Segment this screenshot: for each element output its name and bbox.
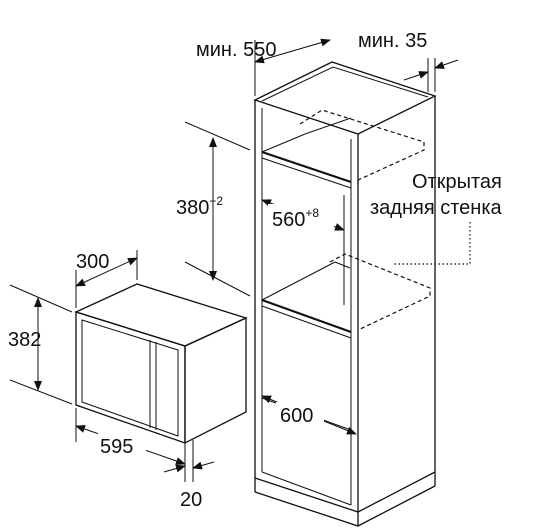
upper-shelf: [261, 117, 352, 189]
niche-floor-shelf: [261, 261, 352, 339]
open-back-dashed-lower: [329, 253, 431, 331]
dim-niche-width: 560+8: [261, 199, 345, 231]
plinth-bottom: [254, 485, 436, 527]
device-side: [184, 316, 247, 445]
dim-niche-height: 380+2: [176, 121, 251, 297]
dim-device-depth: 300: [75, 250, 138, 308]
label-open-back-line1: Открытая: [412, 171, 502, 193]
device-top: [74, 283, 248, 347]
device-front: [75, 311, 186, 444]
dim-cabinet-gap: мин. 35: [358, 30, 459, 92]
label-niche-width: 560+8: [272, 206, 319, 231]
device-door-frame: [81, 319, 179, 437]
open-back-leader: [394, 222, 471, 265]
cabinet-top-rim: [261, 66, 429, 102]
cabinet-bottom-edge: [254, 471, 436, 513]
built-in-microwave: [74, 283, 248, 452]
label-niche-height: 380+2: [176, 194, 223, 219]
label-frame-offset: 20: [180, 489, 202, 511]
cabinet-top-face: [253, 61, 437, 135]
open-back-dashed-upper: [299, 109, 425, 186]
label-device-depth: 300: [76, 251, 109, 273]
label-cabinet-gap: мин. 35: [358, 30, 427, 52]
label-niche-depth: 600: [280, 405, 313, 427]
label-open-back-line2: задняя стенка: [370, 197, 503, 219]
dim-device-height: 382: [8, 284, 73, 405]
dim-niche-depth: 600: [261, 395, 357, 435]
label-device-height: 382: [8, 329, 41, 351]
tall-cabinet: [253, 61, 437, 527]
label-device-width: 595: [100, 436, 133, 458]
open-back-callout: Открытая задняя стенка: [370, 171, 503, 265]
dim-frame-offset: 20: [163, 452, 215, 511]
dim-cabinet-depth: мин. 550: [196, 38, 331, 96]
opening-bottom-inner: [261, 471, 352, 506]
label-cabinet-depth: мин. 550: [196, 39, 276, 61]
